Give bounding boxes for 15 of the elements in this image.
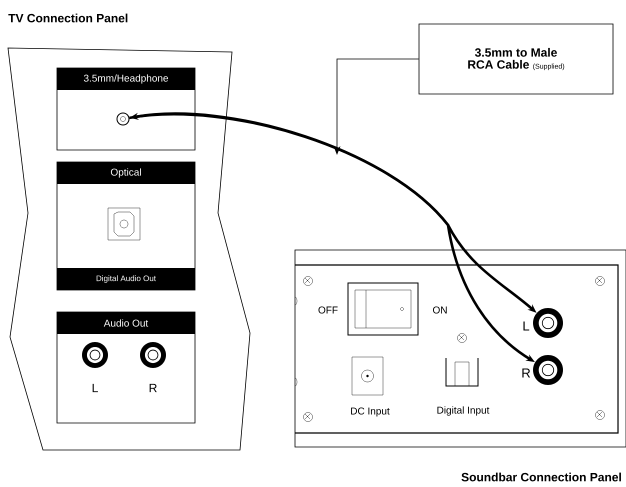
rca-jack: L [523, 308, 563, 338]
optical-section: Optical Digital Audio Out [56, 162, 196, 290]
audio-out-section: Audio Out L R [56, 312, 196, 424]
panel-label: DC Input [351, 407, 390, 417]
node-label: R [522, 368, 530, 378]
panel-title: TV Connection Panel [8, 14, 128, 22]
node-label: L [523, 322, 530, 330]
panel-title: Soundbar Connection Panel [461, 472, 621, 482]
panel-label: OFF [318, 306, 338, 314]
panel-label: ON [432, 306, 447, 314]
soundbar-panel [294, 250, 626, 482]
panel-label: Digital Input [437, 406, 490, 416]
headphone-section: 3.5mm/Headphone [56, 68, 196, 150]
headphone-jack [116, 112, 130, 126]
rca-jack: R [522, 355, 563, 385]
